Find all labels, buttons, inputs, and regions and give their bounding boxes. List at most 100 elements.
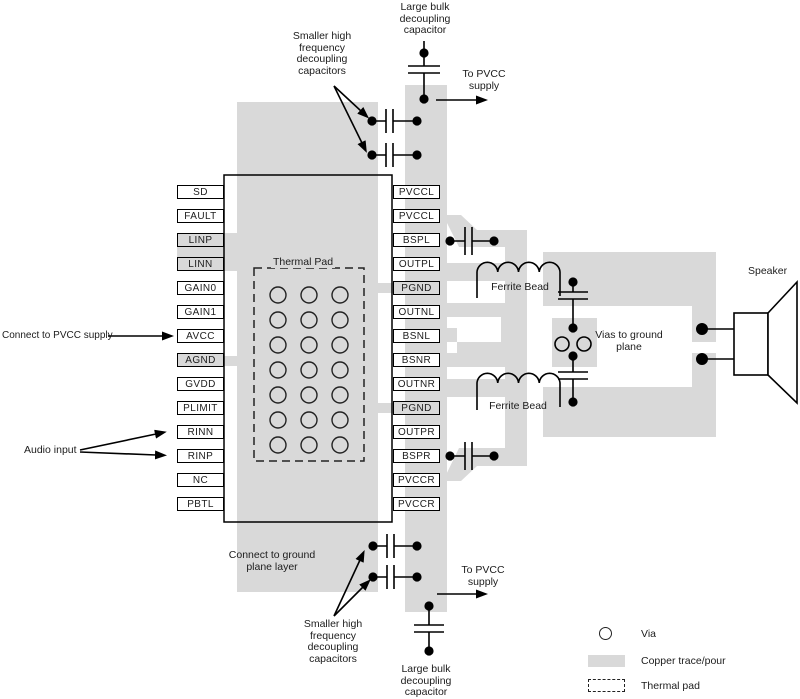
pin-left-avcc-6: AVCC [177, 329, 224, 343]
audio-input-arrow-rinp [79, 450, 167, 460]
copper-tall-bar [505, 240, 527, 455]
pin-right-outnr-8: OUTNR [393, 377, 440, 391]
pin-right-pgnd-4: PGND [393, 281, 440, 295]
label-smaller-hf-caps-top: Smaller high frequency decoupling capaci… [292, 30, 352, 77]
hf-capacitor-top-1 [367, 109, 422, 133]
label-connect-to-ground: Connect to ground plane layer [228, 549, 316, 573]
pointer-arrow [333, 550, 365, 617]
thermal-via [300, 336, 318, 354]
pin-left-nc-12: NC [177, 473, 224, 487]
thermal-via [269, 411, 287, 429]
large-bulk-capacitor-bottom-symbol [414, 601, 444, 656]
ferrite-bead-top-symbol [476, 261, 561, 298]
pin-left-gain1-5: GAIN1 [177, 305, 224, 319]
thermal-via [300, 361, 318, 379]
copper-mid-arm [457, 342, 515, 355]
thermal-via [331, 311, 349, 329]
circuit-lines [79, 41, 798, 656]
bspl-capacitor-symbol [445, 227, 499, 255]
pin-right-bspl-2: BSPL [393, 233, 440, 247]
legend-copper-label: Copper trace/pour [641, 655, 726, 667]
copper-bottom-output-bar [543, 387, 716, 437]
pin-left-rinn-10: RINN [177, 425, 224, 439]
large-bulk-capacitor-top-symbol [408, 41, 440, 104]
pointer-arrow [333, 85, 367, 153]
pin-right-bspr-11: BSPR [393, 449, 440, 463]
pin-left-sd-0: SD [177, 185, 224, 199]
label-large-bulk-cap-top: Large bulk decoupling capacitor [399, 1, 451, 36]
ground-capacitor-top [558, 277, 588, 333]
pointer-arrow [333, 85, 370, 119]
thermal-via [331, 286, 349, 304]
thermal-via [331, 361, 349, 379]
pin-left-rinp-11: RINP [177, 449, 224, 463]
pin-right-pgnd-9: PGND [393, 401, 440, 415]
audio-input-arrow-rinn [79, 429, 167, 451]
bspr-capacitor-symbol [445, 442, 499, 470]
copper-agnd-stub [224, 356, 237, 366]
pin-left-pbtl-13: PBTL [177, 497, 224, 511]
copper-top-output-bar [543, 252, 716, 306]
ground-via [576, 336, 592, 352]
copper-bspl-connector [443, 215, 527, 247]
thermal-via [269, 311, 287, 329]
copper-main-ground-pour [237, 102, 378, 592]
thermal-via [300, 286, 318, 304]
label-audio-input: Audio input [24, 444, 77, 456]
thermal-via [331, 411, 349, 429]
copper-outnl-arm [441, 303, 502, 317]
legend-via-icon [599, 627, 612, 640]
pin-right-outpr-10: OUTPR [393, 425, 440, 439]
label-to-pvcc-supply-bottom: To PVCC supply [461, 564, 505, 588]
ground-capacitor-bottom [558, 351, 588, 407]
thermal-via [300, 411, 318, 429]
thermal-via [300, 436, 318, 454]
pin-right-pvccr-13: PVCCR [393, 497, 440, 511]
thermal-pad-outline [253, 267, 365, 462]
label-ferrite-bead-top: Ferrite Bead [491, 281, 549, 293]
copper-outnr-arm [441, 379, 507, 397]
pin-right-bsnl-6: BSNL [393, 329, 440, 343]
pointer-arrow [333, 579, 371, 617]
label-vias-to-ground-plane: Vias to ground plane [595, 329, 663, 353]
via-dot [419, 94, 429, 104]
ic-outline [223, 174, 393, 523]
thermal-via [269, 436, 287, 454]
pin-left-gain0-4: GAIN0 [177, 281, 224, 295]
thermal-via [331, 386, 349, 404]
pin-left-linn-3: LINN [177, 257, 224, 271]
legend-copper-swatch [588, 655, 625, 667]
thermal-via [269, 361, 287, 379]
legend-thermal-label: Thermal pad [641, 680, 700, 692]
copper-bsnl-stub [441, 328, 457, 342]
pin-right-bsnr-7: BSNR [393, 353, 440, 367]
pin-right-pvccl-1: PVCCL [393, 209, 440, 223]
copper-pour-shapes [177, 85, 716, 612]
thermal-via [269, 336, 287, 354]
label-ferrite-bead-bottom: Ferrite Bead [489, 400, 547, 412]
label-connect-to-pvcc-supply: Connect to PVCC supply [2, 330, 113, 341]
pin-left-fault-1: FAULT [177, 209, 224, 223]
speaker-cone [767, 279, 798, 405]
label-large-bulk-cap-bottom: Large bulk decoupling capacitor [400, 663, 452, 698]
label-to-pvcc-supply-top: To PVCC supply [462, 68, 506, 92]
thermal-pad-via-grid [269, 286, 349, 454]
label-speaker: Speaker [748, 265, 788, 277]
hf-capacitor-bottom-2 [368, 565, 422, 589]
thermal-via [269, 386, 287, 404]
hf-capacitor-top-2 [367, 143, 422, 167]
via-dot [419, 48, 429, 58]
hf-capacitor-bottom-1 [368, 534, 422, 558]
copper-bsnr-arm [441, 353, 515, 367]
copper-pvcc-strip [405, 85, 447, 612]
thermal-via [269, 286, 287, 304]
copper-pgnd-stub-bottom [376, 403, 393, 413]
label-smaller-hf-caps-bottom: Smaller high frequency decoupling capaci… [303, 618, 363, 665]
pin-right-pvccr-12: PVCCR [393, 473, 440, 487]
thermal-via [331, 436, 349, 454]
pin-right-outpl-3: OUTPL [393, 257, 440, 271]
speaker-terminal-dot [695, 322, 708, 335]
thermal-pad-label: Thermal Pad [271, 256, 335, 268]
